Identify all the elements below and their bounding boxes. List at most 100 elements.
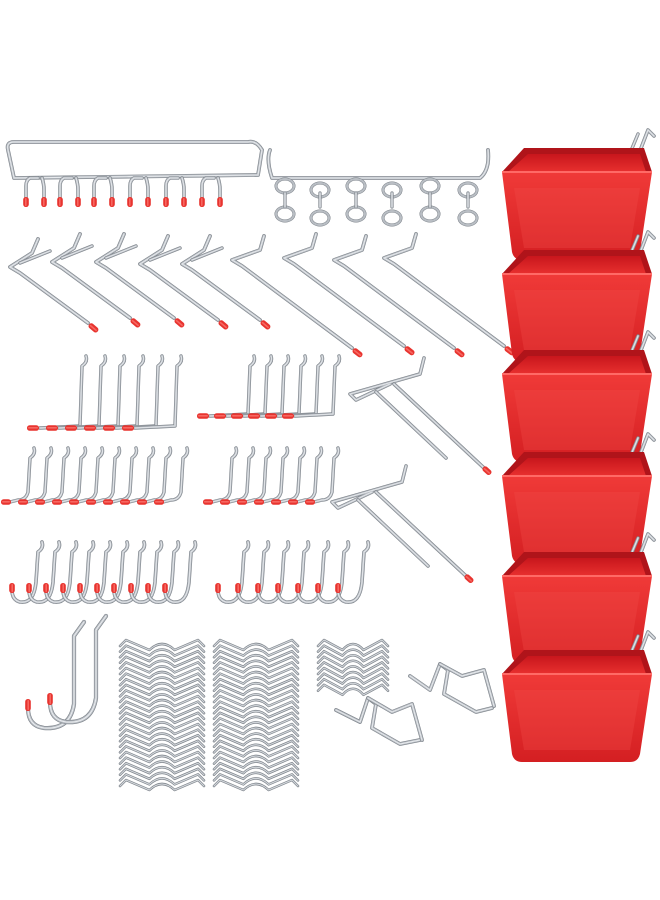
u-bracket-hook — [334, 696, 424, 746]
u-bracket-hook — [408, 662, 496, 714]
hook-strip-red-tips — [5, 139, 264, 207]
wire-lock-clip — [212, 666, 300, 680]
wire-lock-clip — [118, 644, 206, 657]
wire-lock-clip — [118, 722, 206, 736]
j-hook — [111, 540, 147, 604]
red-storage-bin — [502, 230, 656, 362]
short-l-hook — [154, 446, 190, 505]
wire-lock-clip — [118, 717, 206, 730]
long-straight-hook-red-tips — [282, 232, 415, 356]
short-l-hook — [69, 446, 105, 505]
red-storage-bin — [502, 432, 656, 564]
j-hook — [128, 540, 164, 604]
l-hook — [282, 354, 342, 419]
long-angled-hook-group — [8, 232, 271, 333]
wire-lock-clip — [118, 700, 206, 713]
long-straight-hook-group — [230, 232, 515, 358]
wire-lock-clip — [212, 672, 300, 685]
wire-lock-clip — [118, 739, 206, 753]
wire-lock-clip — [118, 728, 206, 741]
wire-lock-clip — [316, 649, 390, 663]
wire-lock-clip — [212, 661, 300, 674]
wire-lock-clip — [212, 683, 300, 697]
red-storage-bin — [502, 330, 656, 462]
wire-lock-clip — [212, 677, 300, 691]
j-hook — [215, 540, 251, 604]
ring-hook — [345, 177, 367, 223]
hook-strip-hook — [127, 176, 151, 207]
wire-lock-clip — [212, 750, 300, 764]
ring-hook — [274, 177, 296, 223]
short-l-hook — [203, 446, 239, 505]
wire-lock-clip — [118, 767, 206, 781]
wire-lock-clip — [118, 655, 206, 669]
l-hook — [122, 354, 184, 431]
short-l-hook — [35, 446, 71, 505]
wire-lock-clip — [212, 773, 300, 786]
l-hook — [27, 354, 89, 431]
wire-lock-clip — [212, 733, 300, 747]
long-angled-hook-red-tips — [180, 234, 271, 330]
ring-hook — [381, 181, 403, 227]
wire-lock-clip — [118, 778, 206, 792]
short-l-hook-set-right — [203, 446, 341, 505]
wire-lock-clip — [118, 666, 206, 680]
wire-lock-clip — [118, 689, 206, 702]
wire-lock-clip — [316, 644, 390, 657]
short-l-hook-set-left — [1, 446, 190, 505]
wire-lock-clip — [212, 767, 300, 781]
wire-lock-clip — [212, 761, 300, 775]
short-l-hook — [18, 446, 54, 505]
u-bracket-hook-group — [334, 662, 496, 746]
wire-lock-clip — [118, 711, 206, 725]
long-angled-hook-red-tips — [50, 232, 141, 328]
short-l-hook — [52, 446, 88, 505]
wire-lock-clip — [118, 694, 206, 708]
wire-lock-clip — [316, 677, 390, 691]
wire-lock-clip — [118, 683, 206, 697]
wire-lock-clip — [118, 705, 206, 719]
short-l-hook — [254, 446, 290, 505]
l-hook — [248, 354, 308, 419]
l-hook — [231, 354, 291, 419]
wire-lock-clip — [212, 711, 300, 725]
large-j-hook-group — [25, 613, 109, 731]
wire-lock-clip — [316, 666, 390, 680]
wire-lock-clip — [212, 745, 300, 758]
short-l-hook — [288, 446, 324, 505]
wire-lock-clip — [212, 700, 300, 713]
j-hook-set-left — [9, 540, 198, 604]
large-j-hook — [25, 619, 87, 731]
j-hook — [26, 540, 62, 604]
wire-lock-clip — [212, 655, 300, 669]
ring-hook — [457, 181, 479, 227]
wire-lock-clip-stack — [316, 638, 390, 697]
j-hook — [9, 540, 45, 604]
short-l-hook — [86, 446, 122, 505]
l-hook-set-small — [197, 354, 342, 419]
short-l-hook — [220, 446, 256, 505]
j-hook — [162, 540, 198, 604]
hook-strip-hook — [57, 176, 81, 207]
short-l-hook — [305, 446, 341, 505]
wire-lock-clip — [212, 728, 300, 741]
long-straight-hook-red-tips — [382, 232, 515, 356]
ring-hook — [419, 177, 441, 223]
j-hook — [77, 540, 113, 604]
wire-lock-clip — [212, 638, 300, 652]
wire-lock-clip — [212, 694, 300, 708]
wire-lock-clip — [212, 722, 300, 736]
wire-lock-clip — [118, 750, 206, 764]
wire-lock-clip-stack — [212, 638, 300, 792]
hook-strip-hook — [199, 176, 223, 207]
wire-lock-clip — [212, 644, 300, 657]
short-l-hook — [271, 446, 307, 505]
short-l-hook — [103, 446, 139, 505]
wire-lock-clip — [212, 756, 300, 769]
l-hook — [214, 354, 274, 419]
wire-lock-clip — [118, 756, 206, 769]
l-hook — [103, 354, 165, 431]
ring-hook — [309, 181, 331, 227]
wire-lock-clip — [316, 638, 390, 652]
